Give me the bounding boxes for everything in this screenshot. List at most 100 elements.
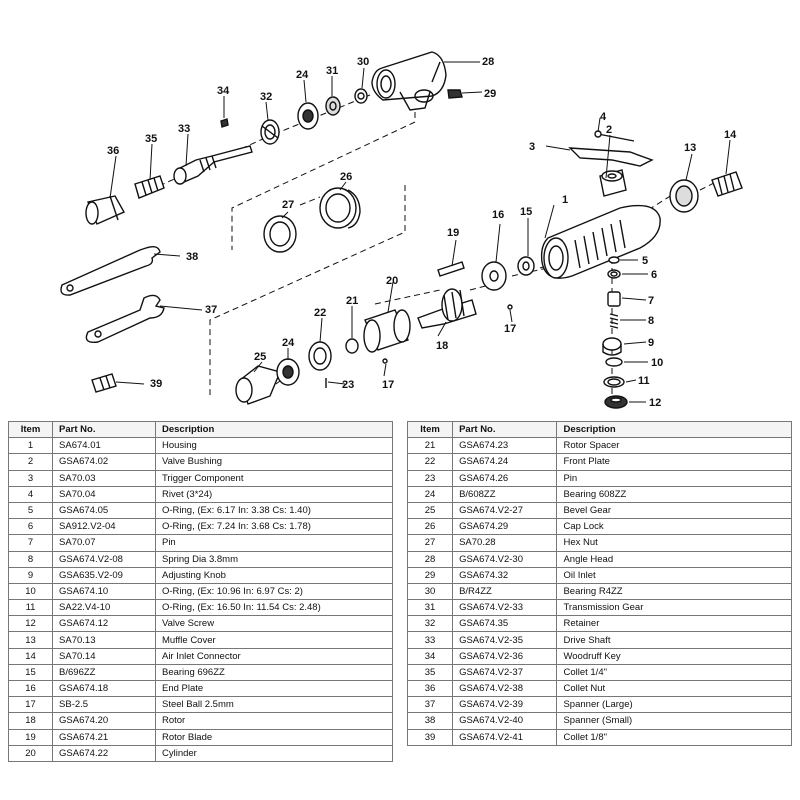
cell-description: Collet 1/8" bbox=[556, 728, 792, 746]
header-part-no: Part No. bbox=[52, 420, 156, 439]
header-description: Description bbox=[154, 420, 394, 439]
cell-item: 16 bbox=[7, 679, 54, 698]
angle-head-part bbox=[371, 51, 447, 111]
cell-part-no: GSA674.V2-38 bbox=[452, 679, 558, 698]
cell-item: 33 bbox=[406, 631, 454, 649]
cell-description: Rotor bbox=[154, 712, 394, 730]
cell-description: Spring Dia 3.8mm bbox=[154, 550, 394, 568]
callout-21: 21 bbox=[346, 295, 358, 307]
cell-part-no: GSA674.V2-35 bbox=[452, 631, 558, 649]
cell-description: Rivet (3*24) bbox=[154, 485, 394, 503]
cell-item: 2 bbox=[7, 453, 54, 471]
rotor-part bbox=[417, 288, 477, 329]
cell-part-no: SA70.04 bbox=[52, 485, 156, 503]
cell-item: 3 bbox=[7, 469, 54, 487]
callout-27: 27 bbox=[282, 199, 294, 211]
callout-17: 17 bbox=[504, 323, 516, 335]
callout-39: 39 bbox=[150, 378, 162, 390]
cell-description: Rotor Spacer bbox=[556, 437, 792, 455]
callout-11: 11 bbox=[638, 375, 650, 387]
callout-10: 10 bbox=[651, 357, 663, 369]
muffle-cover-part bbox=[669, 179, 699, 213]
steel-ball-part bbox=[382, 358, 388, 364]
cell-part-no: GSA674.24 bbox=[452, 453, 558, 471]
cell-part-no: GSA674.21 bbox=[52, 728, 156, 746]
cell-description: Cylinder bbox=[154, 744, 394, 762]
rotor-blade-part bbox=[437, 261, 465, 277]
cell-part-no: GSA674.V2-33 bbox=[452, 599, 558, 617]
cell-item: 29 bbox=[406, 566, 454, 584]
cell-part-no: GSA674.05 bbox=[52, 501, 156, 520]
cell-part-no: B/608ZZ bbox=[452, 485, 558, 503]
valve-bushing-part bbox=[599, 169, 627, 197]
cell-description: Valve Bushing bbox=[154, 453, 394, 471]
end-plate-part bbox=[481, 261, 507, 291]
cell-item: 8 bbox=[7, 550, 54, 568]
callout-16: 16 bbox=[492, 209, 504, 221]
callout-24: 24 bbox=[296, 69, 309, 81]
cell-description: End Plate bbox=[154, 679, 394, 698]
exploded-view-diagram: 1 2 3 4 5 6 7 8 9 10 11 12 13 14 15 16 1… bbox=[60, 51, 743, 409]
cell-description: Collet Nut bbox=[556, 679, 792, 698]
cell-item: 14 bbox=[7, 647, 54, 665]
cell-part-no: B/696ZZ bbox=[52, 663, 156, 682]
cell-item: 11 bbox=[7, 599, 54, 617]
front-plate-part bbox=[308, 341, 332, 371]
cell-description: O-Ring, (Ex: 6.17 In: 3.38 Cs: 1.40) bbox=[154, 501, 394, 520]
cell-description: Transmission Gear bbox=[556, 599, 792, 617]
cell-item: 37 bbox=[406, 696, 454, 714]
callout-18: 18 bbox=[436, 340, 448, 352]
cell-item: 15 bbox=[7, 663, 54, 682]
bevel-gear-part bbox=[235, 365, 281, 405]
callout-15: 15 bbox=[520, 206, 532, 218]
bearing-696zz-part bbox=[517, 256, 535, 276]
cell-description: Woodruff Key bbox=[556, 647, 792, 665]
cell-part-no: GSA674.35 bbox=[452, 615, 558, 633]
cell-item: 30 bbox=[406, 582, 454, 601]
drive-shaft-part bbox=[173, 145, 253, 185]
cell-description: Pin bbox=[154, 534, 394, 552]
cell-item: 35 bbox=[406, 663, 454, 682]
cell-description: Front Plate bbox=[556, 453, 792, 471]
collet-nut-part bbox=[85, 195, 125, 225]
cell-description: Angle Head bbox=[556, 550, 792, 568]
header-item: Item bbox=[7, 420, 54, 439]
bearing-r4zz-part bbox=[354, 88, 368, 104]
cell-part-no: GSA635.V2-09 bbox=[52, 566, 156, 584]
cell-item: 38 bbox=[406, 712, 454, 730]
rotor-spacer-part bbox=[345, 338, 359, 354]
table-header-row: Item Part No. Description bbox=[406, 420, 792, 439]
cell-part-no: GSA674.23 bbox=[452, 437, 558, 455]
callout-28: 28 bbox=[482, 56, 494, 68]
cell-item: 7 bbox=[7, 534, 54, 552]
cell-description: Bevel Gear bbox=[556, 501, 792, 520]
retainer-part bbox=[260, 119, 280, 145]
cell-part-no: GSA674.V2-08 bbox=[52, 550, 156, 568]
bearing-608zz-lower-part bbox=[276, 358, 300, 386]
callout-26: 26 bbox=[340, 171, 352, 183]
callout-37: 37 bbox=[205, 304, 217, 316]
header-description: Description bbox=[556, 420, 792, 439]
callout-33: 33 bbox=[178, 123, 190, 135]
table-header-row: Item Part No. Description bbox=[7, 420, 394, 439]
callout-22: 22 bbox=[314, 307, 326, 319]
cell-item: 12 bbox=[7, 615, 54, 633]
cell-description: Valve Screw bbox=[154, 615, 394, 633]
valve-stack-parts bbox=[602, 256, 628, 409]
